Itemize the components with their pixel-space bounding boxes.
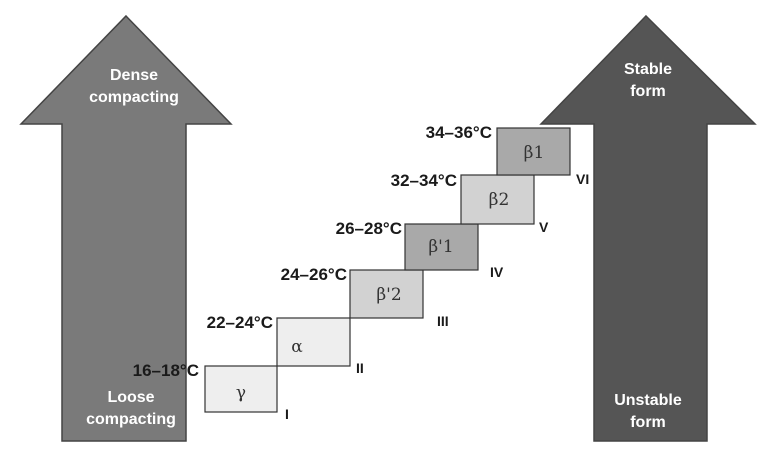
beta-prime-1-temperature: 26–28°C: [336, 219, 402, 238]
step-beta-2: β2 32–34°C V: [391, 171, 549, 235]
step-gamma: γ 16–18°C I: [133, 361, 289, 422]
beta-prime-2-temperature: 24–26°C: [281, 265, 347, 284]
gamma-box: [204, 365, 278, 413]
beta-prime-1-symbol: β'1: [428, 237, 453, 257]
stability-arrow: Stable form Unstable form: [539, 14, 757, 442]
dense-compacting-line2: compacting: [89, 89, 179, 106]
alpha-box: [276, 317, 351, 367]
beta-prime-2-roman: III: [437, 313, 449, 329]
step-beta-prime-1: β'1 26–28°C IV: [336, 219, 504, 280]
step-beta-prime-2: β'2 24–26°C III: [281, 265, 449, 329]
dense-compacting-line1: Dense: [110, 67, 158, 84]
polymorph-steps: γ 16–18°C I α 22–24°C II β'2 24–26°C III…: [133, 123, 590, 422]
unstable-form-line2: form: [630, 414, 666, 431]
step-beta-1: β1 34–36°C VI: [426, 123, 590, 187]
beta-prime-1-box: [404, 223, 479, 271]
beta-1-box: [496, 127, 571, 176]
beta-2-temperature: 32–34°C: [391, 171, 457, 190]
step-alpha: α 22–24°C II: [207, 313, 364, 376]
stability-arrow-shape: [539, 14, 757, 442]
beta-prime-2-symbol: β'2: [376, 285, 401, 305]
alpha-temperature: 22–24°C: [207, 313, 273, 332]
beta-2-symbol: β2: [489, 190, 510, 210]
unstable-form-line1: Unstable: [614, 392, 682, 409]
beta-prime-2-box: [349, 269, 424, 319]
gamma-temperature: 16–18°C: [133, 361, 199, 380]
beta-1-symbol: β1: [524, 143, 545, 163]
beta-2-roman: V: [539, 219, 549, 235]
gamma-symbol: γ: [236, 383, 246, 403]
compacting-arrow-shape: [19, 14, 233, 442]
compacting-arrow: Dense compacting Loose compacting: [19, 14, 233, 442]
beta-1-temperature: 34–36°C: [426, 123, 492, 142]
beta-2-box: [460, 174, 535, 225]
alpha-symbol: α: [291, 337, 303, 357]
stable-form-line1: Stable: [624, 61, 672, 78]
beta-1-roman: VI: [576, 171, 589, 187]
stable-form-line2: form: [630, 83, 666, 100]
beta-prime-1-roman: IV: [490, 264, 504, 280]
loose-compacting-line1: Loose: [107, 389, 154, 406]
gamma-roman: I: [285, 406, 289, 422]
alpha-roman: II: [356, 360, 364, 376]
loose-compacting-line2: compacting: [86, 411, 176, 428]
